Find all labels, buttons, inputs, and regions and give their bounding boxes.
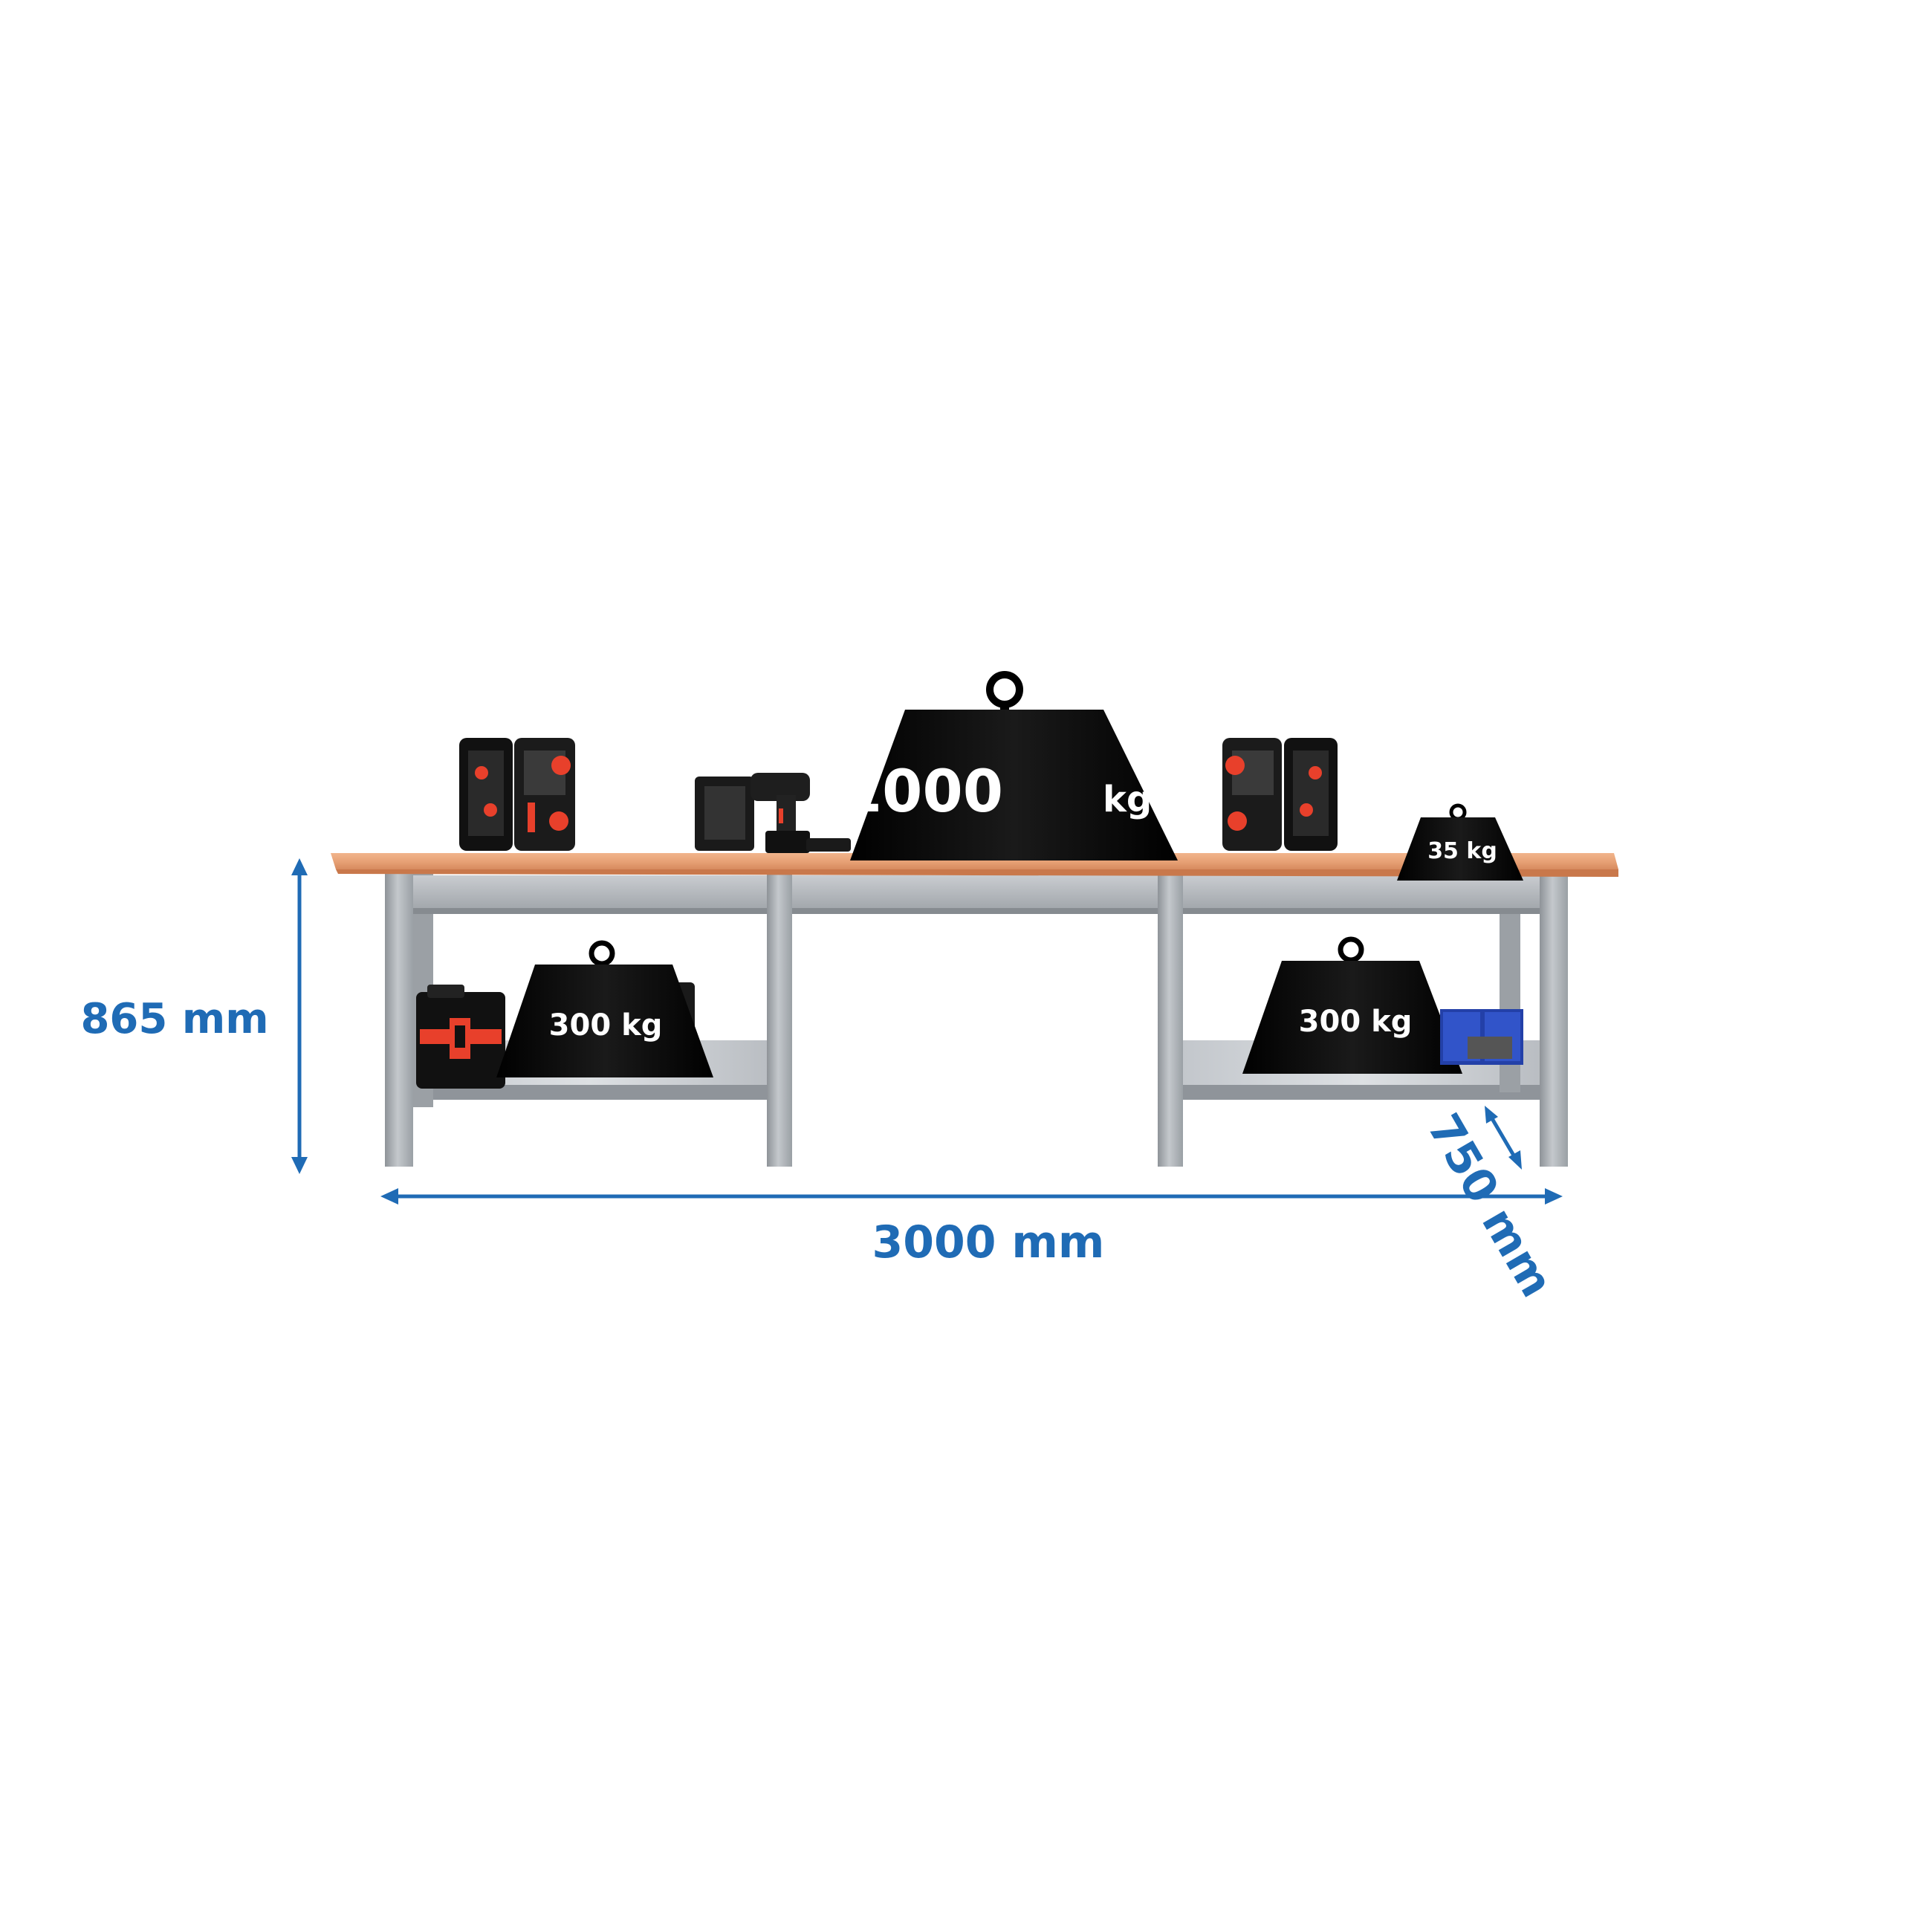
lifting-ring-icon: [589, 940, 615, 967]
weight-35kg-label: 35 kg: [1427, 838, 1497, 864]
weight-1000kg: 1000 kg: [842, 671, 1178, 860]
worktop: [331, 853, 1618, 877]
front-leg-2: [767, 871, 792, 1167]
height-dimension-label: 865 mm: [80, 995, 268, 1043]
front-leg-4: [1540, 871, 1568, 1167]
toolbox: [416, 985, 505, 1089]
weight-300kg-right: 300 kg: [1242, 936, 1462, 1074]
height-dimension: 865 mm: [80, 858, 308, 1174]
tool-case-right: [1222, 738, 1338, 851]
lifting-ring-icon: [986, 671, 1023, 708]
weight-300kg-right-label: 300 kg: [1299, 1005, 1413, 1039]
lifting-ring-icon: [1338, 936, 1364, 963]
width-dimension: 3000 mm: [380, 1188, 1563, 1268]
weight-300kg-left: 300 kg: [496, 940, 713, 1077]
weight-35kg: 35 kg: [1397, 803, 1523, 881]
width-dimension-label: 3000 mm: [872, 1216, 1105, 1268]
weight-300kg-left-label: 300 kg: [549, 1008, 663, 1043]
drill-kit: [695, 773, 851, 853]
weight-1000kg-unit: kg: [1103, 779, 1152, 820]
lifting-ring-icon: [1449, 803, 1467, 821]
storage-bins: [1440, 1009, 1523, 1065]
front-leg-3: [1158, 871, 1183, 1167]
front-leg-1: [385, 871, 413, 1167]
apron: [405, 875, 1546, 914]
tool-case-left: [459, 738, 575, 851]
weight-1000kg-value: 1000: [842, 759, 1003, 826]
